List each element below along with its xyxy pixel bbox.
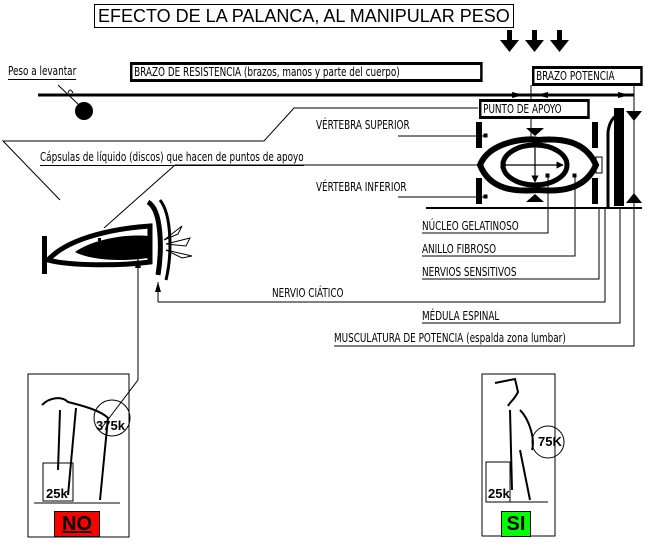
disc-closeup-illustration [42, 199, 193, 281]
wrong-posture-panel [27, 373, 131, 538]
verdict-si-badge: SI [501, 511, 531, 537]
nucleus-label: NÚCLEO GELATINOSO [422, 219, 519, 233]
power-muscles-label: MUSCULATURA DE POTENCIA (espalda zona lu… [334, 331, 566, 345]
annulus-label: ANILLO FIBROSO [422, 242, 497, 256]
right-spine-load: 75K [538, 434, 562, 449]
sciatic-nerve-label: NERVIO CIÁTICO [272, 286, 344, 300]
page-title: EFECTO DE LA PALANCA, AL MANIPULAR PESO [94, 4, 514, 28]
sensory-nerves-label: NERVIOS SENSITIVOS [422, 265, 517, 279]
force-arrows-icon [500, 30, 569, 52]
weight-ball-icon [75, 102, 93, 120]
verdict-no-badge: NO [54, 511, 100, 537]
resistance-arm-label: BRAZO DE RESISTENCIA (brazos, manos y pa… [130, 62, 483, 82]
spinal-cord-label: MÉDULA ESPINAL [422, 309, 500, 323]
wrong-spine-load: 375k [96, 418, 125, 433]
lower-vertebra-label: VÉRTEBRA INFERIOR [316, 180, 407, 194]
weight-label: Peso a levantar [8, 64, 77, 80]
power-arm-label: BRAZO POTENCIA [532, 66, 643, 86]
upper-vertebra-label: VÉRTEBRA SUPERIOR [316, 118, 410, 132]
spinal-disc-illustration [426, 108, 642, 340]
wrong-box-load: 25k [46, 486, 68, 501]
discs-label: Cápsulas de líquido (discos) que hacen d… [40, 150, 304, 166]
right-box-load: 25k [488, 486, 510, 501]
fulcrum-label: PUNTO DE APOYO [479, 99, 590, 119]
right-posture-panel [481, 373, 565, 537]
